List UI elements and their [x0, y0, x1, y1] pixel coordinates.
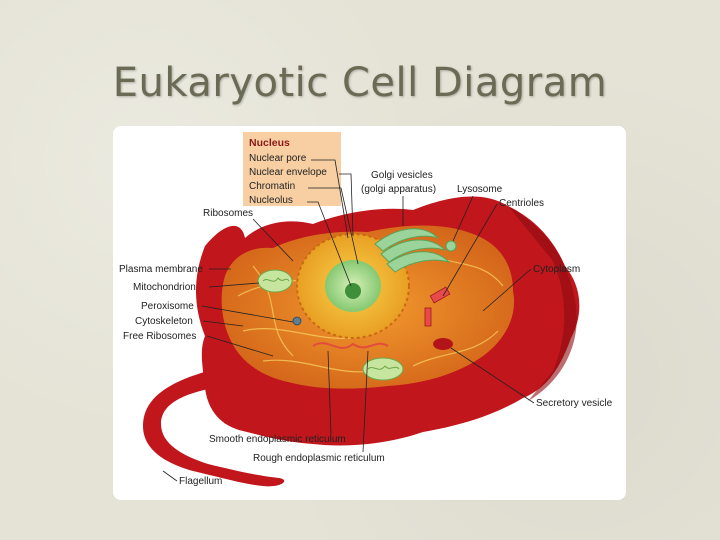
lysosome-shape: [445, 240, 457, 252]
golgi-shape: [374, 228, 451, 273]
free-ribosomes-label: Free Ribosomes: [123, 331, 196, 342]
golgi-vesicles-label: Golgi vesicles: [371, 170, 433, 181]
flagellum-shape: [143, 371, 285, 487]
cytoplasm-label: Cytoplasm: [533, 264, 580, 275]
centrioles-shape: [424, 286, 451, 327]
cytoskeleton-label: Cytoskeleton: [135, 316, 193, 327]
lysosome-label: Lysosome: [457, 184, 503, 195]
rough-er-shape: [312, 342, 389, 349]
ribosomes-label: Ribosomes: [203, 208, 253, 219]
smooth-er-label: Smooth endoplasmic reticulum: [209, 434, 346, 445]
golgi-apparatus-label: (golgi apparatus): [361, 184, 436, 195]
nucleus-heading: Nucleus: [249, 137, 290, 149]
nuclear-pore-label: Nuclear pore: [249, 153, 307, 164]
flagellum-label: Flagellum: [179, 476, 222, 487]
diagram-panel: Nucleus Nuclear pore Nuclear envelope Ch…: [113, 126, 626, 500]
plasma-membrane-highlight: [508, 206, 577, 401]
peroxisome-label: Peroxisome: [141, 301, 194, 312]
secretory-vesicle-label: Secretory vesicle: [536, 398, 613, 409]
plasma-membrane-label: Plasma membrane: [119, 264, 203, 275]
nucleolus-label: Nucleolus: [249, 195, 293, 206]
nucleolus-shape: [345, 283, 361, 299]
mitochondrion-shape: [257, 269, 404, 381]
slide-title: Eukaryotic Cell Diagram: [112, 60, 608, 106]
nucleus-label-box: [243, 132, 341, 206]
leader-lines: [162, 159, 535, 482]
secretory-vesicle-shape: [433, 338, 453, 350]
peroxisome-shape: [292, 316, 302, 326]
cell-diagram: Nucleus Nuclear pore Nuclear envelope Ch…: [119, 132, 613, 487]
centrioles-label: Centrioles: [499, 198, 544, 209]
mitochondrion-label: Mitochondrion: [133, 282, 196, 293]
chromatin-label: Chromatin: [249, 181, 295, 192]
nuclear-envelope-label: Nuclear envelope: [249, 167, 327, 178]
rough-er-label: Rough endoplasmic reticulum: [253, 453, 385, 464]
